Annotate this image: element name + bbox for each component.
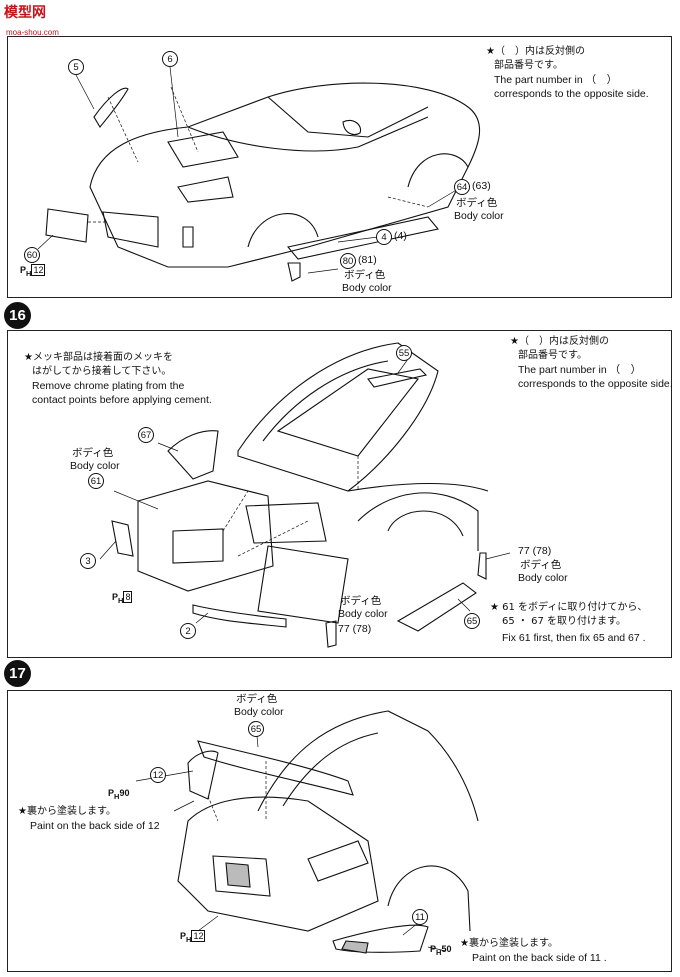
label-65-jp: ボディ色 <box>236 693 278 705</box>
top-note-en2: corresponds to the opposite side. <box>494 88 649 100</box>
label-80-jp: ボディ色 <box>344 269 386 281</box>
step-17-badge: 17 <box>4 660 31 687</box>
step-16-note-right-en2: corresponds to the opposite side. <box>518 378 673 390</box>
part-11-callout: 11 <box>412 909 428 925</box>
back-note-en: Paint on the back side of 12 <box>30 820 160 832</box>
step-16-note-right-jp2: 部品番号です。 <box>518 350 587 361</box>
part-77-78-top: 77 (78) <box>518 545 552 557</box>
step-16-badge: 16 <box>4 302 31 329</box>
paren-4: (4) <box>394 230 407 242</box>
ph-8-number: 8 <box>123 591 133 603</box>
fix-note-jp2: 65 ・ 67 を取り付けます。 <box>502 616 626 627</box>
paren-63: (63) <box>472 180 491 192</box>
top-car-drawing <box>37 66 481 282</box>
label-67-en: Body color <box>70 460 120 472</box>
part-6-callout: 6 <box>162 51 178 67</box>
part-61-callout: 61 <box>88 473 104 489</box>
fix-note-jp1: ★ 61 をボディに取り付けてから、 <box>490 602 648 613</box>
top-note-jp2: 部品番号です。 <box>494 60 563 71</box>
label-77-bottom-jp: ボディ色 <box>340 595 382 607</box>
top-note-jp1: ★（ ）内は反対側の <box>486 46 585 57</box>
part-67-callout: 67 <box>138 427 154 443</box>
label-80-en: Body color <box>342 282 392 294</box>
label-64-en: Body color <box>454 210 504 222</box>
part-65-callout-17: 65 <box>248 721 264 737</box>
part-77-78-bottom: 77 (78) <box>338 623 372 635</box>
step-17-panel: ボディ色 Body color 65 12 PH90 ★裏から塗装します。 Pa… <box>7 690 672 972</box>
part-3-callout: 3 <box>80 553 96 569</box>
watermark-logo: 模型网 <box>4 4 46 20</box>
part-2-callout: 2 <box>180 623 196 639</box>
step-16-note-left-jp1: ★メッキ部品は接着面のメッキを <box>24 352 173 363</box>
label-65-en: Body color <box>234 706 284 718</box>
paren-81: (81) <box>358 254 377 266</box>
label-77-top-en: Body color <box>518 572 568 584</box>
ph-90: PH90 <box>108 788 130 801</box>
part-60-callout: 60 <box>24 247 40 263</box>
ph-50-number: 50 <box>441 944 452 954</box>
label-67-jp: ボディ色 <box>72 447 114 459</box>
watermark-url: moa-shou.com <box>6 28 59 37</box>
step-16-panel: ★メッキ部品は接着面のメッキを はがしてから接着して下さい。 Remove ch… <box>7 330 673 658</box>
part-5-callout: 5 <box>68 59 84 75</box>
part-63-number: 63 <box>475 180 488 192</box>
fix-note-en: Fix 61 first, then fix 65 and 67 . <box>502 632 646 644</box>
step-16-note-right-jp1: ★（ ）内は反対側の <box>510 336 609 347</box>
label-64-jp: ボディ色 <box>456 197 498 209</box>
step-16-note-left-jp2: はがしてから接着して下さい。 <box>32 366 172 377</box>
step-16-note-left-en2: contact points before applying cement. <box>32 394 212 406</box>
part-12-callout: 12 <box>150 767 166 783</box>
ph-60-number: 12 <box>31 264 46 276</box>
top-note-en1: The part number in （ ） <box>494 74 618 86</box>
part-80-callout: 80 <box>340 253 356 269</box>
part-81-number: 81 <box>361 254 374 266</box>
step-17-drawing <box>135 710 479 954</box>
step-16-note-right-en1: The part number in （ ） <box>518 364 642 376</box>
step-16-note-left-en1: Remove chrome plating from the <box>32 380 185 392</box>
step-16-drawing <box>99 342 511 648</box>
label-77-top-jp: ボディ色 <box>520 559 562 571</box>
part-65-callout: 65 <box>464 613 480 629</box>
part-4-callout: 4 <box>376 229 392 245</box>
label-77-bottom-en: Body color <box>338 608 388 620</box>
part-64-callout: 64 <box>454 179 470 195</box>
back-note2-en: Paint on the back side of 11 . <box>472 952 607 964</box>
ph-50: PH50 <box>430 944 452 957</box>
part-55-callout: 55 <box>396 345 412 361</box>
back-note-jp: ★裏から塗装します。 <box>18 806 116 817</box>
part-4-opposite: 4 <box>397 230 404 242</box>
ph-90-number: 90 <box>119 788 130 798</box>
ph-12-number: 12 <box>191 930 206 942</box>
back-note2-jp: ★裏から塗装します。 <box>460 938 558 949</box>
